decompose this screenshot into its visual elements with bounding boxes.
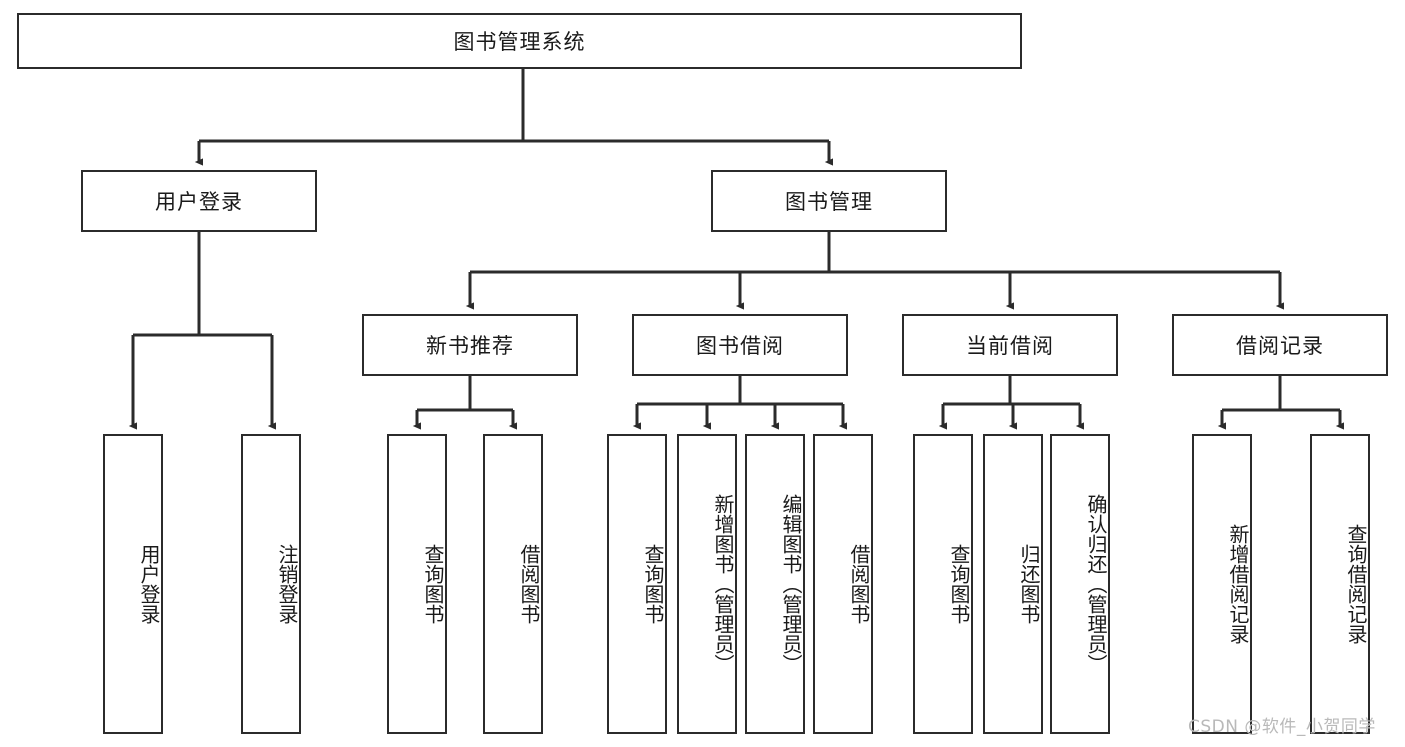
- node-book-borrowing[interactable]: 图书借阅: [632, 314, 848, 376]
- node-root[interactable]: 图书管理系统: [17, 13, 1022, 69]
- leaf-add-borrow-record[interactable]: 新增借阅记录: [1192, 434, 1252, 734]
- leaf-query-books-borrow[interactable]: 查询图书: [607, 434, 667, 734]
- leaf-user-login[interactable]: 用户登录: [103, 434, 163, 734]
- node-user-login[interactable]: 用户登录: [81, 170, 317, 232]
- leaf-confirm-return-admin[interactable]: 确认归还（管理员）: [1050, 434, 1110, 734]
- leaf-query-books-newbook[interactable]: 查询图书: [387, 434, 447, 734]
- node-book-management[interactable]: 图书管理: [711, 170, 947, 232]
- leaf-add-book-admin[interactable]: 新增图书（管理员）: [677, 434, 737, 734]
- watermark-label: CSDN @软件_小贺同学: [1188, 717, 1376, 737]
- leaf-lend-book[interactable]: 借阅图书: [813, 434, 873, 734]
- node-current-borrowing[interactable]: 当前借阅: [902, 314, 1118, 376]
- leaf-query-books-current[interactable]: 查询图书: [913, 434, 973, 734]
- leaf-borrow-books-newbook[interactable]: 借阅图书: [483, 434, 543, 734]
- leaf-query-borrow-record[interactable]: 查询借阅记录: [1310, 434, 1370, 734]
- leaf-return-book[interactable]: 归还图书: [983, 434, 1043, 734]
- leaf-edit-book-admin[interactable]: 编辑图书（管理员）: [745, 434, 805, 734]
- node-new-book-recommendation[interactable]: 新书推荐: [362, 314, 578, 376]
- leaf-logout[interactable]: 注销登录: [241, 434, 301, 734]
- node-borrow-records[interactable]: 借阅记录: [1172, 314, 1388, 376]
